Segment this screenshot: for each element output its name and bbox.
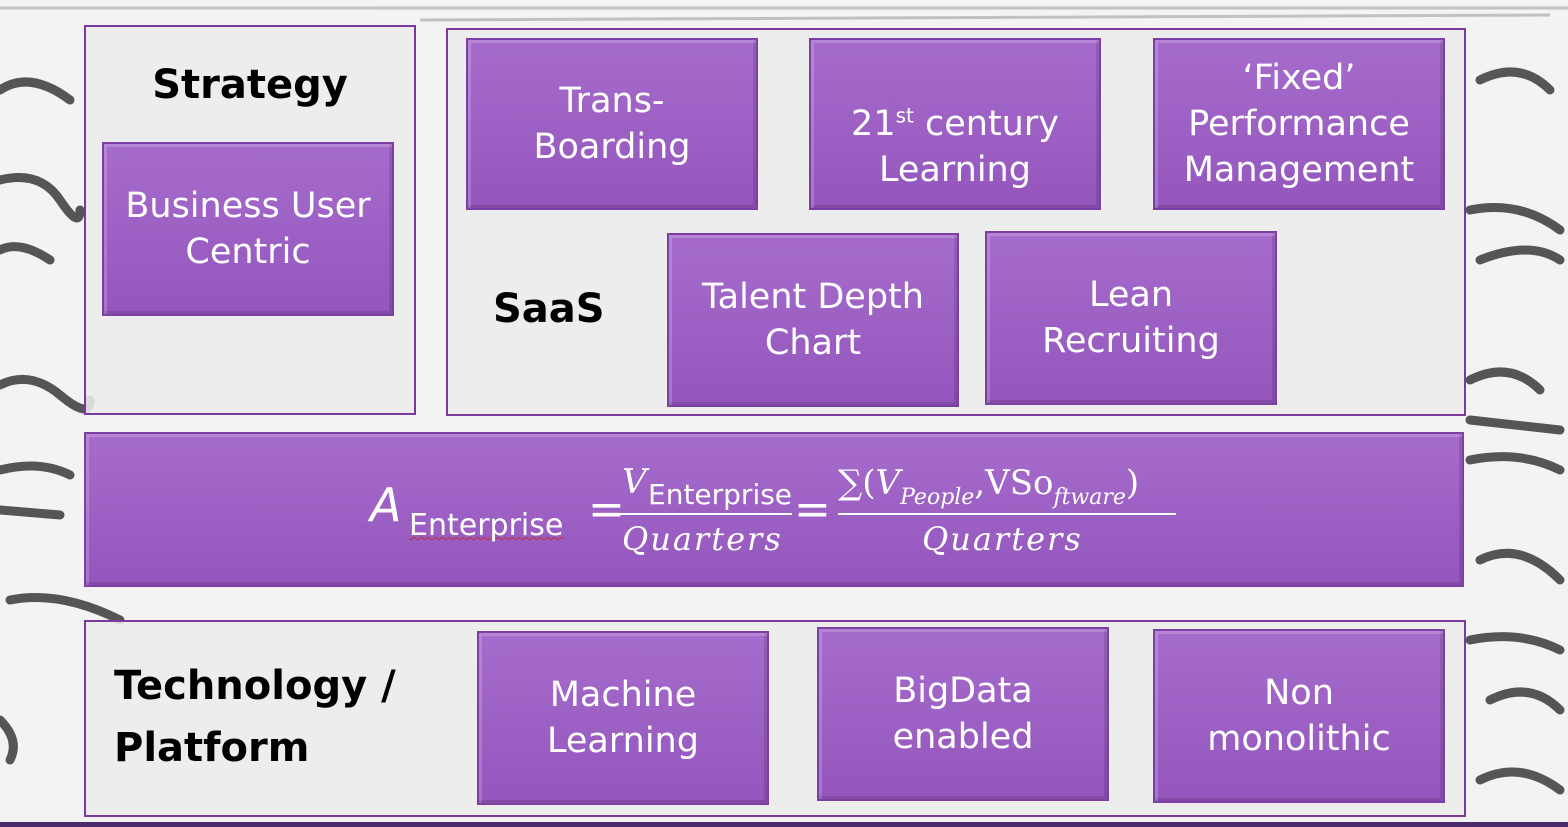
technology-platform-title: Technology / Platform [114, 663, 396, 771]
21st-number: 21 [851, 104, 896, 144]
21st-century-line1: 21st century [851, 55, 1059, 147]
frac2-denominator: Quarters [922, 520, 1083, 558]
talent-depth-chart-tile: Talent Depth Chart [667, 233, 959, 407]
frac2-line [838, 513, 1176, 515]
bottom-border [0, 822, 1568, 827]
lean-recruiting-tile: Lean Recruiting [985, 231, 1277, 405]
frac2-vso: ,VSo [974, 463, 1054, 503]
21st-superscript: st [895, 103, 914, 128]
formula-equals-2: = [794, 484, 831, 535]
frac2-numerator: ∑(VPeople,VSoftware) [838, 463, 1139, 510]
frac2-sum: ∑( [838, 463, 876, 503]
formula-lhs-subscript: Enterprise [409, 508, 564, 543]
frac2-v: V [875, 463, 901, 503]
frac2-sub-ftware: ftware [1053, 485, 1126, 510]
formula-equals-1: = [588, 484, 625, 535]
strategy-title: Strategy [152, 62, 348, 108]
frac1-denominator: Quarters [622, 520, 783, 558]
bigdata-enabled-tile: BigData enabled [817, 627, 1109, 801]
frac2-sub-people: People [900, 485, 975, 510]
century-word: century [913, 104, 1059, 144]
trans-boarding-tile: Trans- Boarding [466, 38, 758, 210]
fixed-performance-management-tile: ‘Fixed’ Performance Management [1153, 38, 1445, 210]
21st-century-learning-tile: 21st century Learning [809, 38, 1101, 210]
saas-title: SaaS [493, 286, 605, 332]
frac1-numerator-subscript: Enterprise [648, 478, 793, 511]
frac1-line [620, 513, 792, 515]
formula-lhs-symbol: A [370, 478, 402, 532]
formula-bar [84, 432, 1464, 587]
frac1-numerator-symbol: V [622, 462, 647, 502]
business-user-centric-tile: Business User Centric [102, 142, 394, 316]
machine-learning-tile: Machine Learning [477, 631, 769, 805]
21st-century-line2: Learning [879, 150, 1031, 190]
frac2-close: ) [1125, 463, 1140, 503]
non-monolithic-tile: Non monolithic [1153, 629, 1445, 803]
